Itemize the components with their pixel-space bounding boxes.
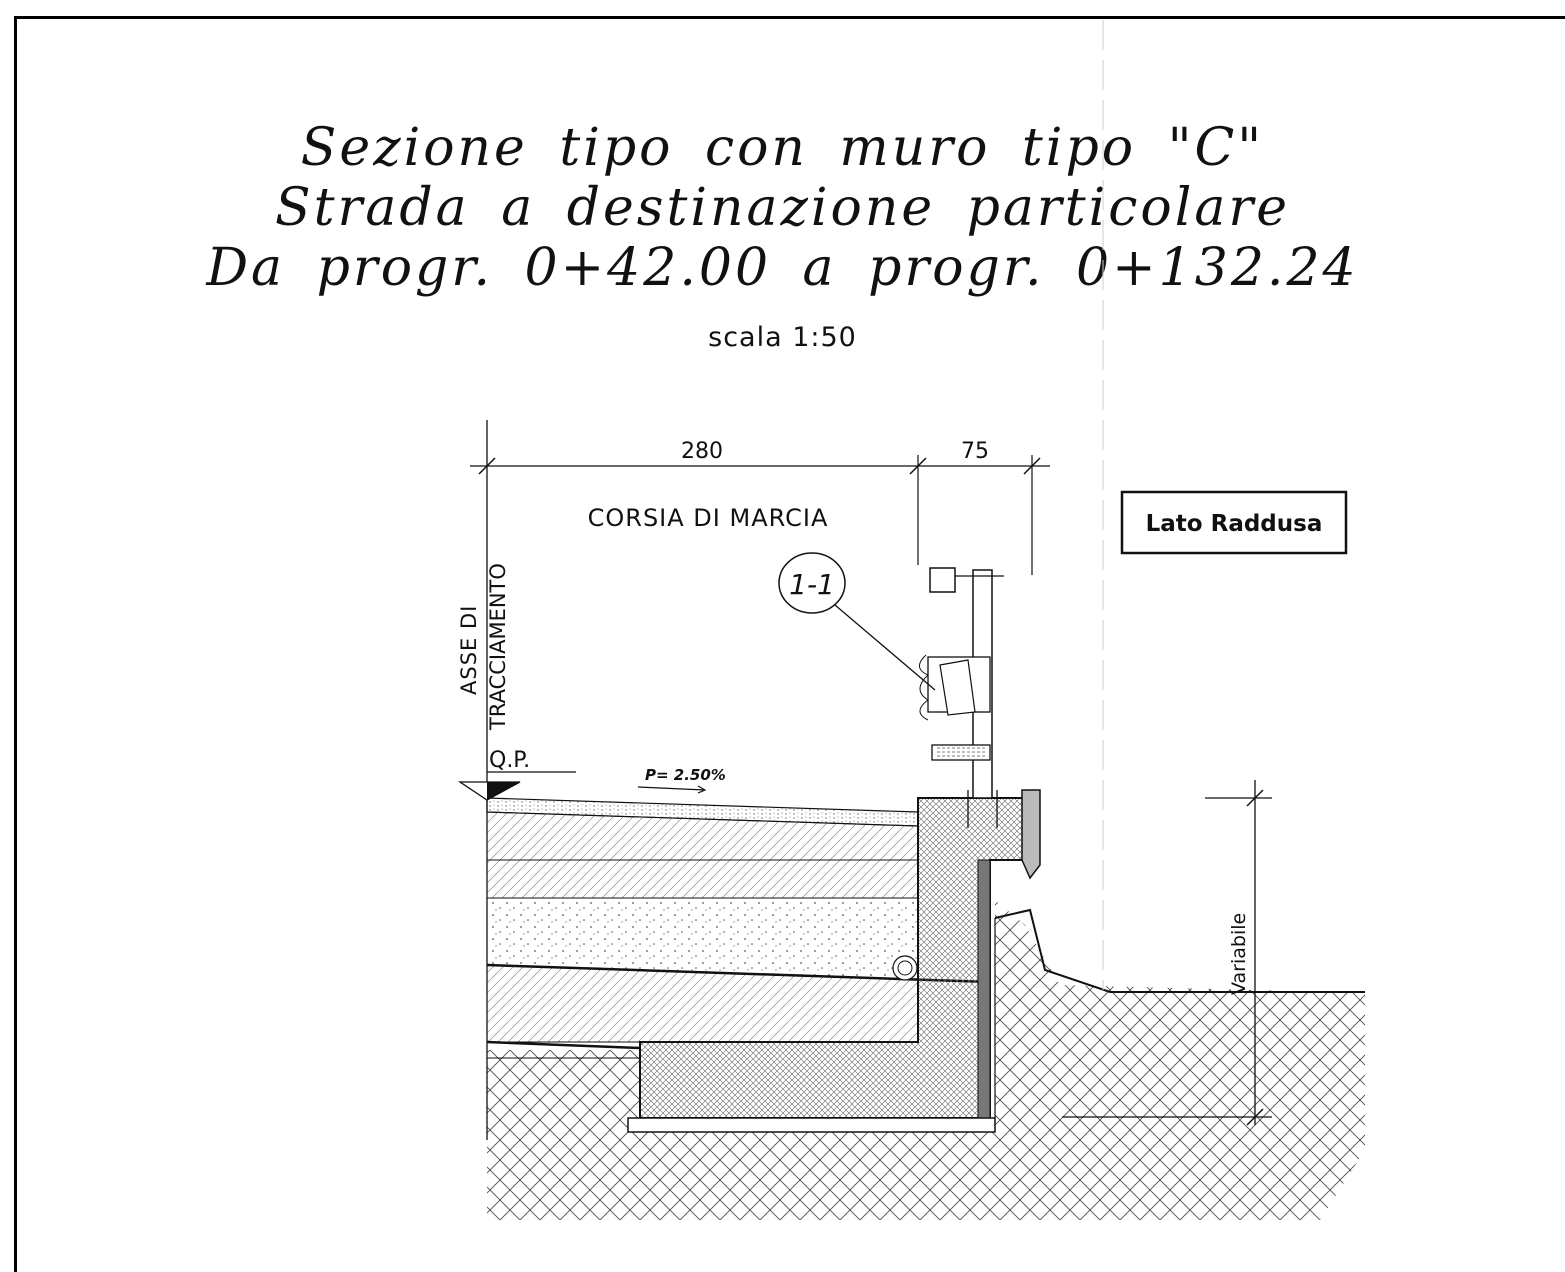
ditch-curb: [994, 908, 1365, 993]
title-line-3: Da progr. 0+42.00 a progr. 0+132.24: [206, 238, 1359, 298]
slope-arrow: [637, 785, 707, 794]
title-line-1: Sezione tipo con muro tipo "C": [300, 118, 1265, 178]
drain-line: [486, 1040, 641, 1050]
natural-soil: [487, 900, 1365, 1220]
sheet-frame: [14, 16, 1565, 1272]
guardrail-rail-lower: [931, 744, 991, 761]
height-label: Variabile: [1228, 913, 1250, 995]
side-label-box: [1120, 490, 1348, 555]
side-label: Lato Raddusa: [1146, 511, 1323, 537]
axis-label-line2: TRACCIAMENTO: [486, 563, 510, 731]
scale-label: scala 1:50: [708, 322, 857, 353]
qp-label: Q.P.: [489, 748, 530, 773]
wall-cornice: [1021, 789, 1041, 880]
lean-concrete: [627, 1117, 996, 1133]
dim-lane-width: 280: [681, 439, 723, 464]
dim-barrier-width: 75: [961, 439, 989, 464]
road-subbase: [486, 859, 919, 899]
lane-label: CORSIA DI MARCIA: [588, 504, 829, 532]
detail-callout-text: 1-1: [789, 568, 835, 601]
detail-leader: [834, 604, 936, 691]
axis-label-line1: ASSE DI: [457, 605, 481, 695]
wall-waterproofing: [977, 859, 991, 1119]
drain-pipe: [892, 955, 918, 981]
title-line-2: Strada a destinazione particolare: [275, 178, 1290, 238]
slope-label: P= 2.50%: [645, 766, 726, 784]
detail-callout-circle: [778, 552, 846, 614]
